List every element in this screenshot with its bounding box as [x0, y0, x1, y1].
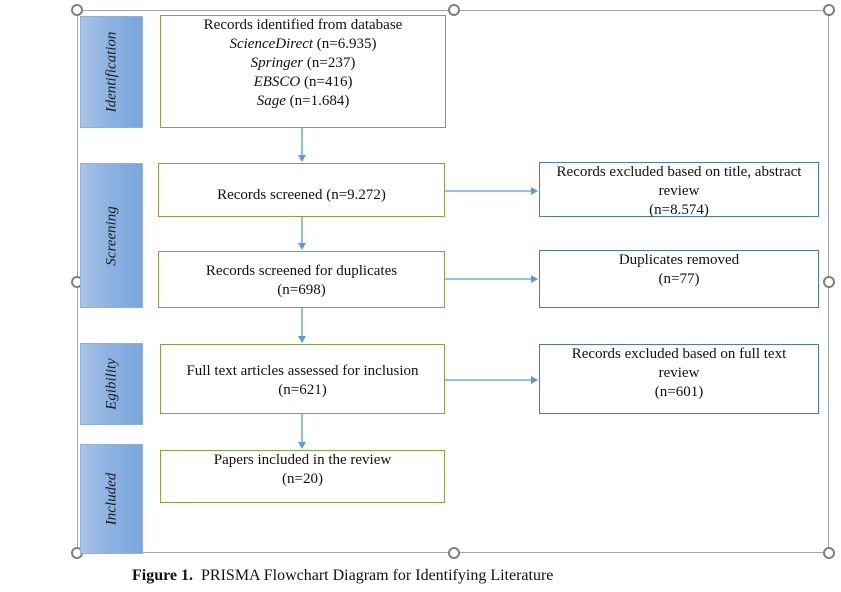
source-sciencedirect: ScienceDirect (n=6.935) — [229, 36, 377, 52]
resize-handle-top-left[interactable] — [71, 4, 83, 16]
figure-caption-text: PRISMA Flowchart Diagram for Identifying… — [201, 567, 554, 584]
duplicates-screened-count: (n=698) — [277, 282, 326, 298]
resize-handle-bottom-middle[interactable] — [448, 547, 460, 559]
resize-handle-top-right[interactable] — [823, 4, 835, 16]
duplicates-removed-count: (n=77) — [658, 271, 700, 287]
records-screened-text: Records screened (n=9.272) — [217, 187, 386, 203]
stage-identification: Identification — [80, 16, 143, 128]
stage-screening: Screening — [80, 163, 143, 308]
stage-included: Included — [80, 444, 143, 554]
excluded-title-count: (n=8.574) — [649, 202, 709, 218]
fulltext-assessed-count: (n=621) — [278, 382, 327, 398]
excluded-title-abstract-box[interactable]: Records excluded based on title, abstrac… — [539, 162, 819, 218]
duplicates-removed-box[interactable]: Duplicates removed (n=77) — [539, 250, 819, 308]
excluded-fulltext-line2: review — [658, 365, 700, 381]
excluded-fulltext-box[interactable]: Records excluded based on full text revi… — [539, 344, 819, 414]
identification-box[interactable]: Records identified from database Science… — [160, 15, 446, 128]
duplicates-removed-text: Duplicates removed — [618, 252, 740, 268]
papers-included-count: (n=20) — [282, 471, 323, 487]
duplicates-screened-text: Records screened for duplicates — [205, 263, 398, 279]
papers-included-box[interactable]: Papers included in the review (n=20) — [160, 450, 445, 503]
stage-eligibility: Egibility — [80, 343, 143, 425]
figure-caption: Figure 1. PRISMA Flowchart Diagram for I… — [132, 567, 553, 585]
excluded-fulltext-count: (n=601) — [654, 384, 704, 400]
figure-label: Figure 1. — [132, 567, 194, 584]
source-ebsco: EBSCO (n=416) — [253, 74, 353, 90]
papers-included-text: Papers included in the review — [213, 452, 392, 468]
excluded-title-line1: Records excluded based on title, abstrac… — [556, 164, 802, 180]
excluded-title-line2: review — [658, 183, 700, 199]
source-sage: Sage (n=1.684) — [256, 93, 350, 109]
excluded-fulltext-line1: Records excluded based on full text — [571, 346, 787, 362]
fulltext-assessed-box[interactable]: Full text articles assessed for inclusio… — [160, 344, 445, 414]
fulltext-assessed-text: Full text articles assessed for inclusio… — [186, 363, 419, 379]
source-springer: Springer (n=237) — [250, 55, 356, 71]
resize-handle-bottom-right[interactable] — [823, 547, 835, 559]
resize-handle-middle-right[interactable] — [823, 276, 835, 288]
identification-title: Records identified from database — [203, 17, 403, 33]
resize-handle-top-middle[interactable] — [448, 4, 460, 16]
records-screened-box[interactable]: Records screened (n=9.272) — [158, 163, 445, 217]
duplicates-screened-box[interactable]: Records screened for duplicates (n=698) — [158, 251, 445, 308]
